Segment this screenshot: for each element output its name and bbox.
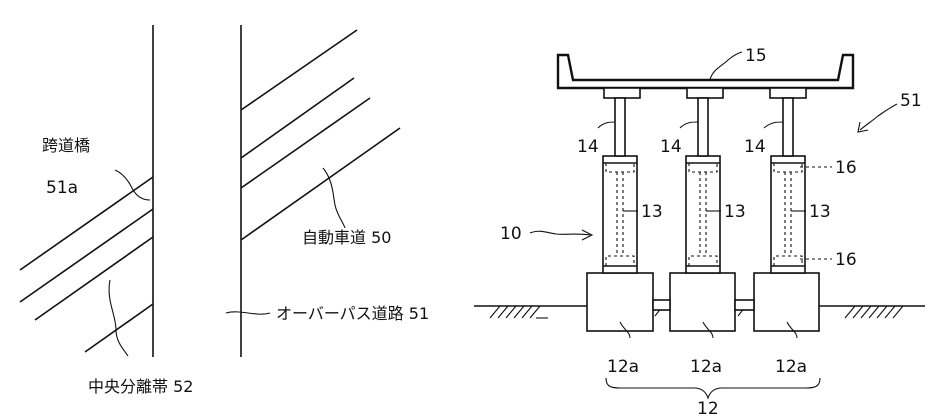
bearing-plate — [769, 87, 807, 99]
arrow-51 — [857, 121, 869, 133]
post-14 — [697, 97, 709, 157]
bearing-plate — [603, 87, 641, 99]
bridge-edge-line — [19, 176, 154, 271]
label-median: 中央分離帯 52 — [88, 377, 193, 396]
brace-12 — [605, 377, 821, 400]
label-12a-center: 12a — [690, 357, 722, 377]
leader-51 — [859, 103, 898, 131]
column-center — [685, 155, 721, 274]
bridge-edge-line — [240, 29, 358, 111]
leader-overpass — [225, 311, 271, 315]
elevation-view: 15 — [474, 46, 925, 419]
post-14 — [614, 97, 626, 157]
bridge-edge-line — [240, 77, 355, 159]
label-expressway: 自動車道 50 — [302, 228, 391, 247]
leader-15 — [709, 51, 743, 81]
label-12a-right: 12a — [775, 357, 807, 377]
label-14: 14 — [660, 137, 682, 157]
bearing-plate — [686, 87, 724, 99]
leader-12a — [786, 321, 798, 339]
label-16-bottom: 16 — [835, 250, 857, 270]
label-51: 51 — [900, 91, 922, 111]
label-13: 13 — [641, 202, 663, 222]
bridge-edge-line — [240, 127, 401, 241]
ground-hatch — [489, 305, 904, 319]
footing-12a-center — [669, 272, 736, 332]
label-14: 14 — [744, 137, 766, 157]
column-left — [602, 155, 638, 274]
bridge-edge-line — [34, 236, 154, 321]
label-13: 13 — [724, 202, 746, 222]
leader-14 — [679, 121, 699, 129]
label-15: 15 — [745, 46, 767, 66]
label-12: 12 — [697, 399, 719, 419]
bridge-edge-line — [19, 208, 154, 303]
column-right — [770, 155, 806, 274]
leader-12a — [702, 321, 714, 339]
leader-bridge — [114, 169, 151, 201]
leader-14 — [597, 121, 616, 129]
plan-view: 跨道橋 51a 中央分離帯 52 自動車道 50 オーバーパス道路 51 — [19, 25, 429, 396]
column-13 — [602, 155, 638, 274]
label-bridge: 跨道橋 — [42, 136, 90, 155]
label-14: 14 — [577, 137, 599, 157]
leader-median — [108, 279, 129, 357]
footing-12a-left — [586, 272, 654, 332]
label-10: 10 — [500, 224, 522, 244]
label-12a-left: 12a — [607, 357, 639, 377]
column-13 — [685, 155, 721, 274]
label-bridge-code: 51a — [46, 178, 78, 198]
girder-15 — [556, 53, 855, 90]
post-14 — [782, 97, 794, 157]
bridge-edge-line — [84, 303, 154, 353]
footing-12a-right — [753, 272, 820, 332]
leader-12a — [619, 321, 631, 339]
footing-tie — [734, 299, 755, 311]
leader-14 — [763, 121, 784, 129]
leader-10 — [529, 230, 591, 236]
label-16-top: 16 — [835, 158, 857, 178]
arrow-10 — [581, 229, 594, 241]
leader-expressway — [322, 167, 346, 229]
label-13: 13 — [809, 202, 831, 222]
bridge-edge-line — [240, 97, 371, 189]
label-overpass: オーバーパス道路 51 — [276, 304, 429, 323]
footing-tie — [652, 299, 671, 311]
